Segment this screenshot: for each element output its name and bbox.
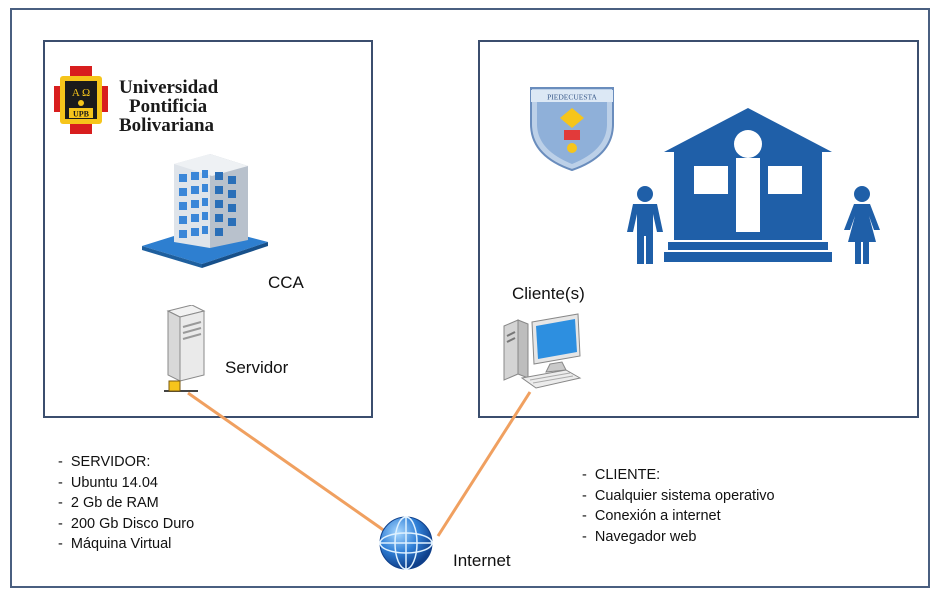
list-item: Cualquier sistema operativo: [582, 486, 775, 507]
building-label: CCA: [268, 273, 304, 292]
upb-logo-letters: A Ω: [72, 87, 90, 99]
list-item: 2 Gb de RAM: [58, 493, 194, 514]
university-name-line: Bolivariana: [119, 115, 215, 136]
school-building-icon: [664, 108, 832, 262]
university-name: Universidad Pontificia Bolivariana: [119, 78, 218, 135]
list-item: CLIENTE:: [582, 465, 775, 486]
list-item: SERVIDOR:: [58, 452, 194, 473]
school-crest-text: PIEDECUESTA: [547, 93, 597, 102]
school-crest-icon: PIEDECUESTA: [530, 87, 614, 172]
diagram-frame: [10, 8, 930, 588]
client-specs-list: CLIENTE: Cualquier sistema operativo Con…: [582, 465, 775, 547]
upb-logo-abbrev: UPB: [73, 110, 90, 119]
list-item: Conexión a internet: [582, 506, 775, 527]
internet-label: Internet: [453, 551, 511, 570]
list-item: Ubuntu 14.04: [58, 473, 194, 494]
university-name-line: Pontificia: [129, 96, 208, 117]
server-specs-list: SERVIDOR: Ubuntu 14.04 2 Gb de RAM 200 G…: [58, 452, 194, 555]
server-label: Servidor: [225, 358, 289, 377]
person-female-icon: [844, 186, 880, 264]
server-internet-link: [187, 391, 393, 538]
client-label: Cliente(s): [512, 284, 585, 303]
list-item: Máquina Virtual: [58, 534, 194, 555]
desktop-computer-icon: [503, 313, 582, 389]
office-building-icon: [142, 154, 268, 268]
university-name-line: Universidad: [119, 77, 219, 98]
server-icon: [164, 305, 206, 392]
server-site-panel: [43, 40, 373, 418]
internet-globe-icon: [379, 516, 433, 570]
person-male-icon: [627, 186, 663, 264]
upb-logo-icon: A Ω UPB: [54, 66, 108, 134]
list-item: Navegador web: [582, 527, 775, 548]
client-internet-link: [436, 391, 532, 537]
list-item: 200 Gb Disco Duro: [58, 514, 194, 535]
